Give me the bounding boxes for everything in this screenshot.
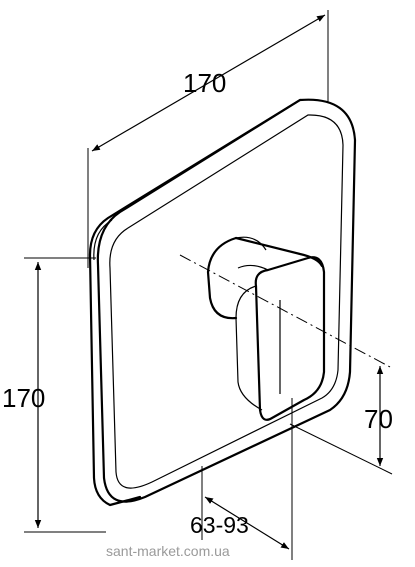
handle-lever-face [254,256,326,421]
plate-front-outline [96,98,357,503]
handle-neck [234,236,324,268]
height-dimension: 170 [2,257,106,533]
lever-height-label: 70 [364,404,393,434]
watermark-text: sant-market.com.ua [106,543,230,559]
width-label: 170 [183,68,226,98]
lever-ext-bottom [289,423,393,475]
lever-handle [206,236,326,421]
handle-lever-edge [237,264,269,271]
handle-cylinder-rear [235,236,267,251]
width-dim-line [91,14,326,152]
handle-cylinder [206,236,238,320]
depth-dim-line [204,496,290,550]
plate-back-outline [88,98,302,507]
height-label: 170 [2,383,45,413]
plate-bevel-line [109,114,344,489]
depth-label: 63-93 [190,512,249,538]
cover-plate [88,98,357,507]
depth-dimension: 63-93 [190,398,293,560]
handle-lever-side [235,285,263,411]
lever-height-dimension: 70 [289,366,393,475]
width-dimension: 170 [87,10,329,268]
plate-edge-line [93,219,113,261]
centre-axis-line [179,254,393,369]
